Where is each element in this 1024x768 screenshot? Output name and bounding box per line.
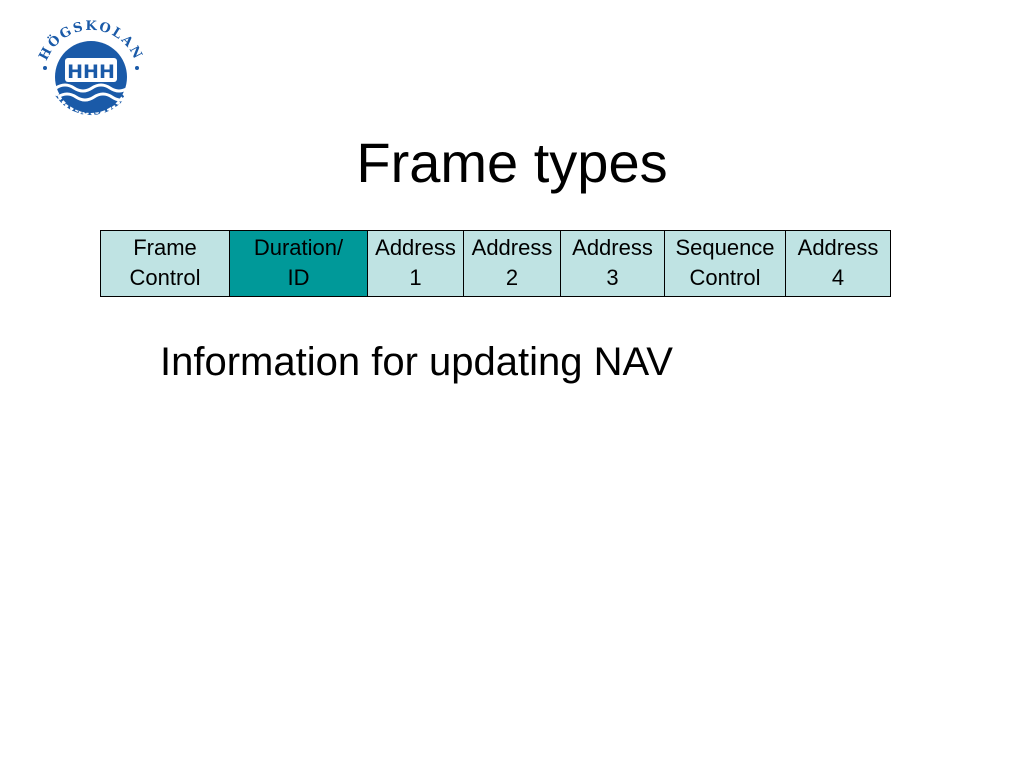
field-address-4: Address 4 [785, 230, 891, 297]
field-sequence-control: Sequence Control [664, 230, 786, 297]
field-line2: 2 [505, 265, 519, 290]
field-line1: Duration/ [253, 235, 344, 260]
field-line2: 4 [831, 265, 845, 290]
field-line2: Control [129, 265, 201, 290]
field-line2: ID [287, 265, 310, 290]
logo-emblem: HHH [55, 41, 129, 113]
field-line1: Address [797, 235, 879, 260]
field-line1: Address [572, 235, 653, 260]
frame-fields-row: Frame Control Duration/ ID Address 1 Add… [100, 230, 891, 297]
field-line1: Frame [133, 235, 197, 260]
field-line1: Sequence [675, 235, 775, 260]
field-duration-id: Duration/ ID [229, 230, 368, 297]
field-address-2: Address 2 [463, 230, 561, 297]
field-address-1: Address 1 [367, 230, 464, 297]
slide-title: Frame types [356, 131, 668, 194]
logo-emblem-text: HHH [67, 61, 115, 83]
field-line2: 1 [409, 265, 422, 290]
field-frame-control: Frame Control [100, 230, 230, 297]
field-line1: Address [375, 235, 456, 260]
frame-format-table: Frame Control Duration/ ID Address 1 Add… [100, 230, 891, 297]
field-line2: 3 [606, 265, 619, 290]
field-address-3: Address 3 [560, 230, 665, 297]
hogskolan-halmstad-logo: HÖGSKOLAN HALMSTAD HHH [36, 19, 143, 118]
field-line1: Address [471, 235, 553, 260]
nav-info-text: Information for updating NAV [160, 340, 673, 384]
field-line2: Control [689, 265, 761, 290]
